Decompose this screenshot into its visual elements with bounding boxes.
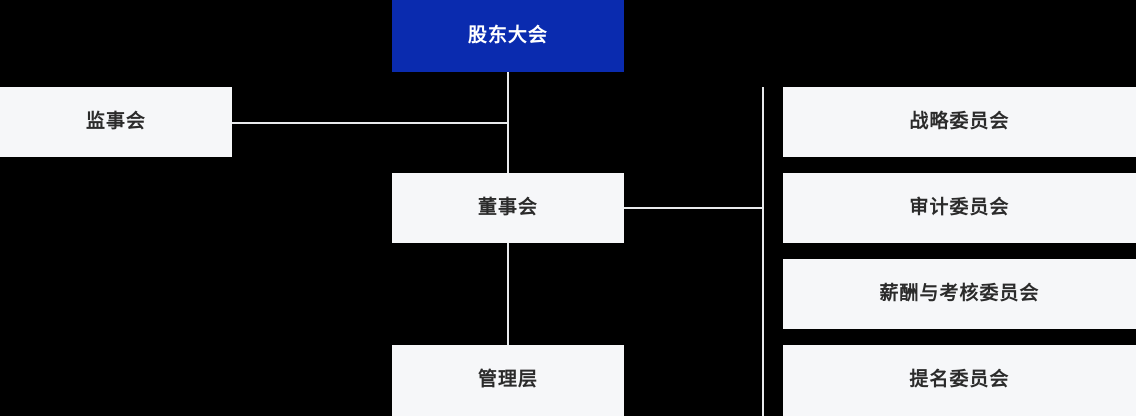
node-committee-strategy-label: 战略委员会 (909, 110, 1010, 132)
connector-directors-to-management (507, 243, 509, 345)
node-committee-strategy[interactable]: 战略委员会 (783, 87, 1136, 157)
node-shareholders-meeting[interactable]: 股东大会 (392, 0, 624, 72)
node-committee-nomination[interactable]: 提名委员会 (783, 345, 1136, 416)
node-board-of-directors[interactable]: 董事会 (392, 173, 624, 243)
node-committee-compensation[interactable]: 薪酬与考核委员会 (783, 259, 1136, 329)
node-board-of-directors-label: 董事会 (477, 196, 538, 218)
node-committee-audit[interactable]: 审计委员会 (783, 173, 1136, 243)
connector-supervisors-to-trunk (232, 122, 508, 124)
node-committee-audit-label: 审计委员会 (909, 196, 1010, 218)
node-shareholders-meeting-label: 股东大会 (467, 24, 548, 46)
node-committee-nomination-label: 提名委员会 (909, 369, 1010, 391)
node-management-label: 管理层 (477, 369, 538, 391)
node-board-of-supervisors-label: 监事会 (85, 110, 146, 132)
connector-shareholders-to-directors (507, 72, 509, 173)
connector-committee-spine (762, 87, 764, 416)
node-committee-compensation-label: 薪酬与考核委员会 (879, 282, 1040, 304)
node-board-of-supervisors[interactable]: 监事会 (0, 87, 232, 157)
connector-directors-to-committees (624, 207, 764, 209)
node-management[interactable]: 管理层 (392, 345, 624, 416)
